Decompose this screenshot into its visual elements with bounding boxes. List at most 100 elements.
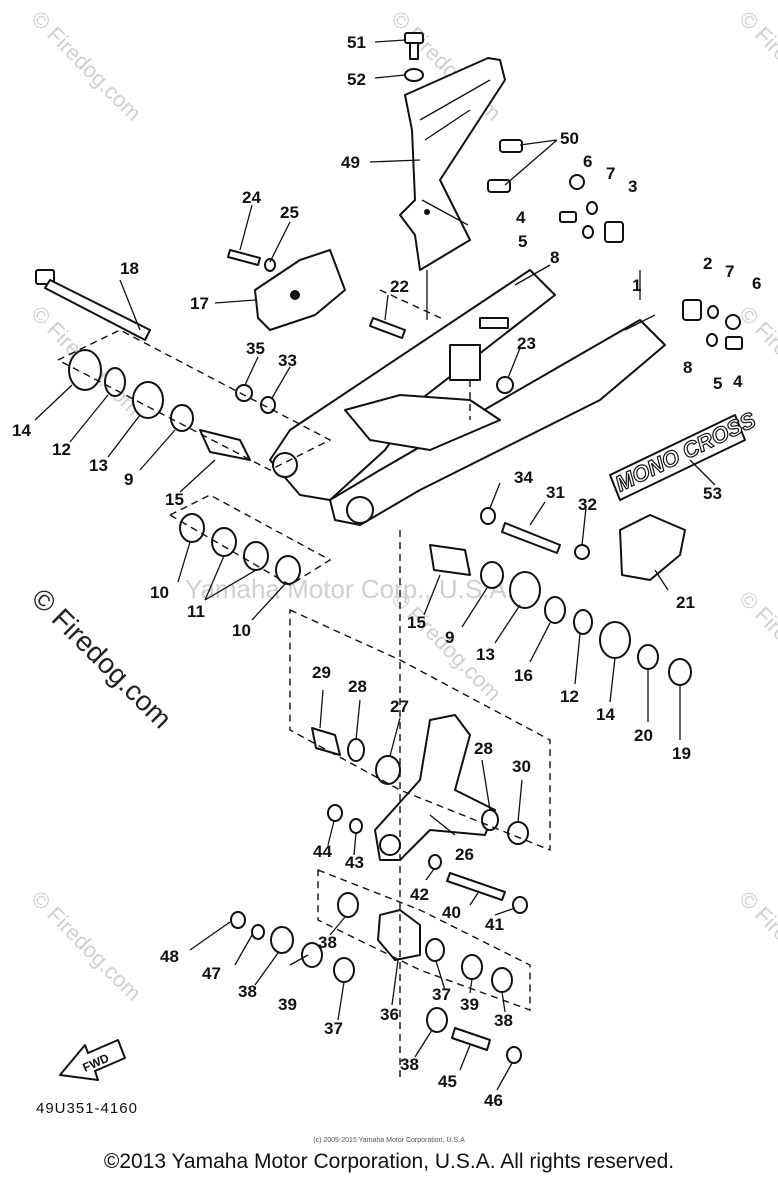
nut-23 — [496, 376, 514, 394]
callout-5b: 5 — [713, 374, 722, 393]
callout-13b: 13 — [476, 645, 495, 664]
washer-52 — [404, 68, 424, 82]
bolt-40 — [446, 872, 506, 901]
collar-30 — [507, 821, 529, 845]
collar-37-a — [333, 957, 355, 983]
callout-33: 33 — [278, 351, 297, 370]
adjuster-hardware-top — [559, 174, 598, 239]
callout-31: 31 — [546, 483, 565, 502]
chain-guide-hole — [290, 290, 300, 300]
collar-15-left — [199, 429, 251, 461]
footer-main-copyright: ©2013 Yamaha Motor Corporation, U.S.A. A… — [103, 1150, 675, 1173]
callout-52: 52 — [347, 70, 366, 89]
watermark-firedog-mark: © Firedog.com — [734, 301, 778, 421]
bushing-28-right — [481, 809, 499, 831]
bearing-10-left-b — [275, 555, 301, 585]
bushing-27 — [375, 755, 401, 785]
washer-25 — [264, 258, 276, 272]
assembly-box-left-pivot — [56, 329, 332, 471]
bearing-9-right — [480, 561, 504, 589]
callout-2: 2 — [703, 254, 712, 273]
bushing-13-left — [132, 381, 164, 419]
callout-41: 41 — [485, 915, 504, 934]
watermark-firedog-mark: © Firedog.com — [26, 886, 146, 1006]
bolts-50 — [487, 139, 523, 193]
callout-7a: 7 — [606, 164, 615, 183]
washer-47 — [251, 924, 265, 940]
callout-49: 49 — [341, 153, 360, 172]
callout-12b: 12 — [560, 687, 579, 706]
callout-44: 44 — [313, 842, 332, 861]
decal-text: MONO CROSS — [611, 407, 760, 497]
callout-5a: 5 — [518, 232, 527, 251]
callout-50: 50 — [560, 129, 579, 148]
callout-8a: 8 — [550, 248, 559, 267]
callout-47: 47 — [202, 964, 221, 983]
callout-34: 34 — [514, 468, 533, 487]
seal-16 — [544, 596, 566, 624]
callout-3: 3 — [628, 177, 637, 196]
bolt-31 — [501, 522, 561, 554]
callout-53: 53 — [703, 484, 722, 503]
bearing-9-left — [170, 404, 194, 432]
callout-9a: 9 — [124, 470, 133, 489]
callout-22: 22 — [390, 277, 409, 296]
callout-23: 23 — [517, 334, 536, 353]
callout-14a: 14 — [12, 421, 31, 440]
watermark-yamaha-center: Yamaha Motor Corp., U.S.A. — [185, 574, 514, 604]
mud-guard-21 — [619, 514, 686, 581]
chain-puller-3 — [604, 221, 624, 243]
frame-cover-49 — [399, 57, 506, 271]
callout-14b: 14 — [596, 705, 615, 724]
bolt-24 — [227, 249, 261, 266]
callout-29: 29 — [312, 663, 331, 682]
chain-puller-2 — [682, 299, 702, 321]
bushing-28-left — [347, 738, 365, 762]
collar-37-b — [425, 938, 445, 962]
callout-15b: 15 — [407, 613, 426, 632]
bolt-51 — [404, 32, 424, 60]
washer-42 — [428, 854, 442, 870]
callout-12a: 12 — [52, 440, 71, 459]
decal-53: MONO CROSS — [609, 406, 760, 501]
callout-26: 26 — [455, 845, 474, 864]
relay-arm-26 — [374, 714, 496, 861]
callout-17: 17 — [190, 294, 209, 313]
watermark-firedog-mark: © Firedog.com — [26, 6, 146, 126]
washer-33 — [260, 396, 276, 414]
callout-39a: 39 — [278, 995, 297, 1014]
callout-10a: 10 — [150, 583, 169, 602]
washer-34 — [480, 507, 496, 525]
callout-39b: 39 — [460, 995, 479, 1014]
watermark-firedog-mark: © Firedog.com — [734, 886, 778, 1006]
adjuster-hardware-right — [706, 305, 743, 350]
collar-39-a — [301, 942, 323, 968]
nut-32 — [574, 544, 590, 560]
pivot-shaft-18 — [35, 269, 151, 341]
callout-27: 27 — [390, 697, 409, 716]
callout-40: 40 — [442, 903, 461, 922]
callout-32: 32 — [578, 495, 597, 514]
watermark-firedog-side: © Firedog.com — [26, 582, 178, 734]
callout-36: 36 — [380, 1005, 399, 1024]
nut-35 — [235, 384, 253, 402]
washer-20 — [637, 644, 659, 670]
nut-44 — [327, 804, 343, 822]
seal-12-left — [104, 367, 126, 397]
washer-43 — [349, 818, 363, 834]
cap-14-left — [68, 349, 102, 391]
callout-51: 51 — [347, 33, 366, 52]
callout-11: 11 — [187, 602, 205, 621]
relay-arm-pivot — [379, 834, 401, 856]
callout-42: 42 — [410, 885, 429, 904]
callout-8b: 8 — [683, 358, 692, 377]
nut-48 — [230, 911, 246, 929]
chain-guide-17 — [254, 249, 346, 331]
callout-24: 24 — [242, 188, 261, 207]
collar-39-b — [461, 954, 483, 980]
callout-28b: 28 — [474, 739, 493, 758]
watermark-firedog-mark: © Firedog.com — [734, 586, 778, 706]
bushing-13-right — [509, 571, 541, 609]
callout-13a: 13 — [89, 456, 108, 475]
